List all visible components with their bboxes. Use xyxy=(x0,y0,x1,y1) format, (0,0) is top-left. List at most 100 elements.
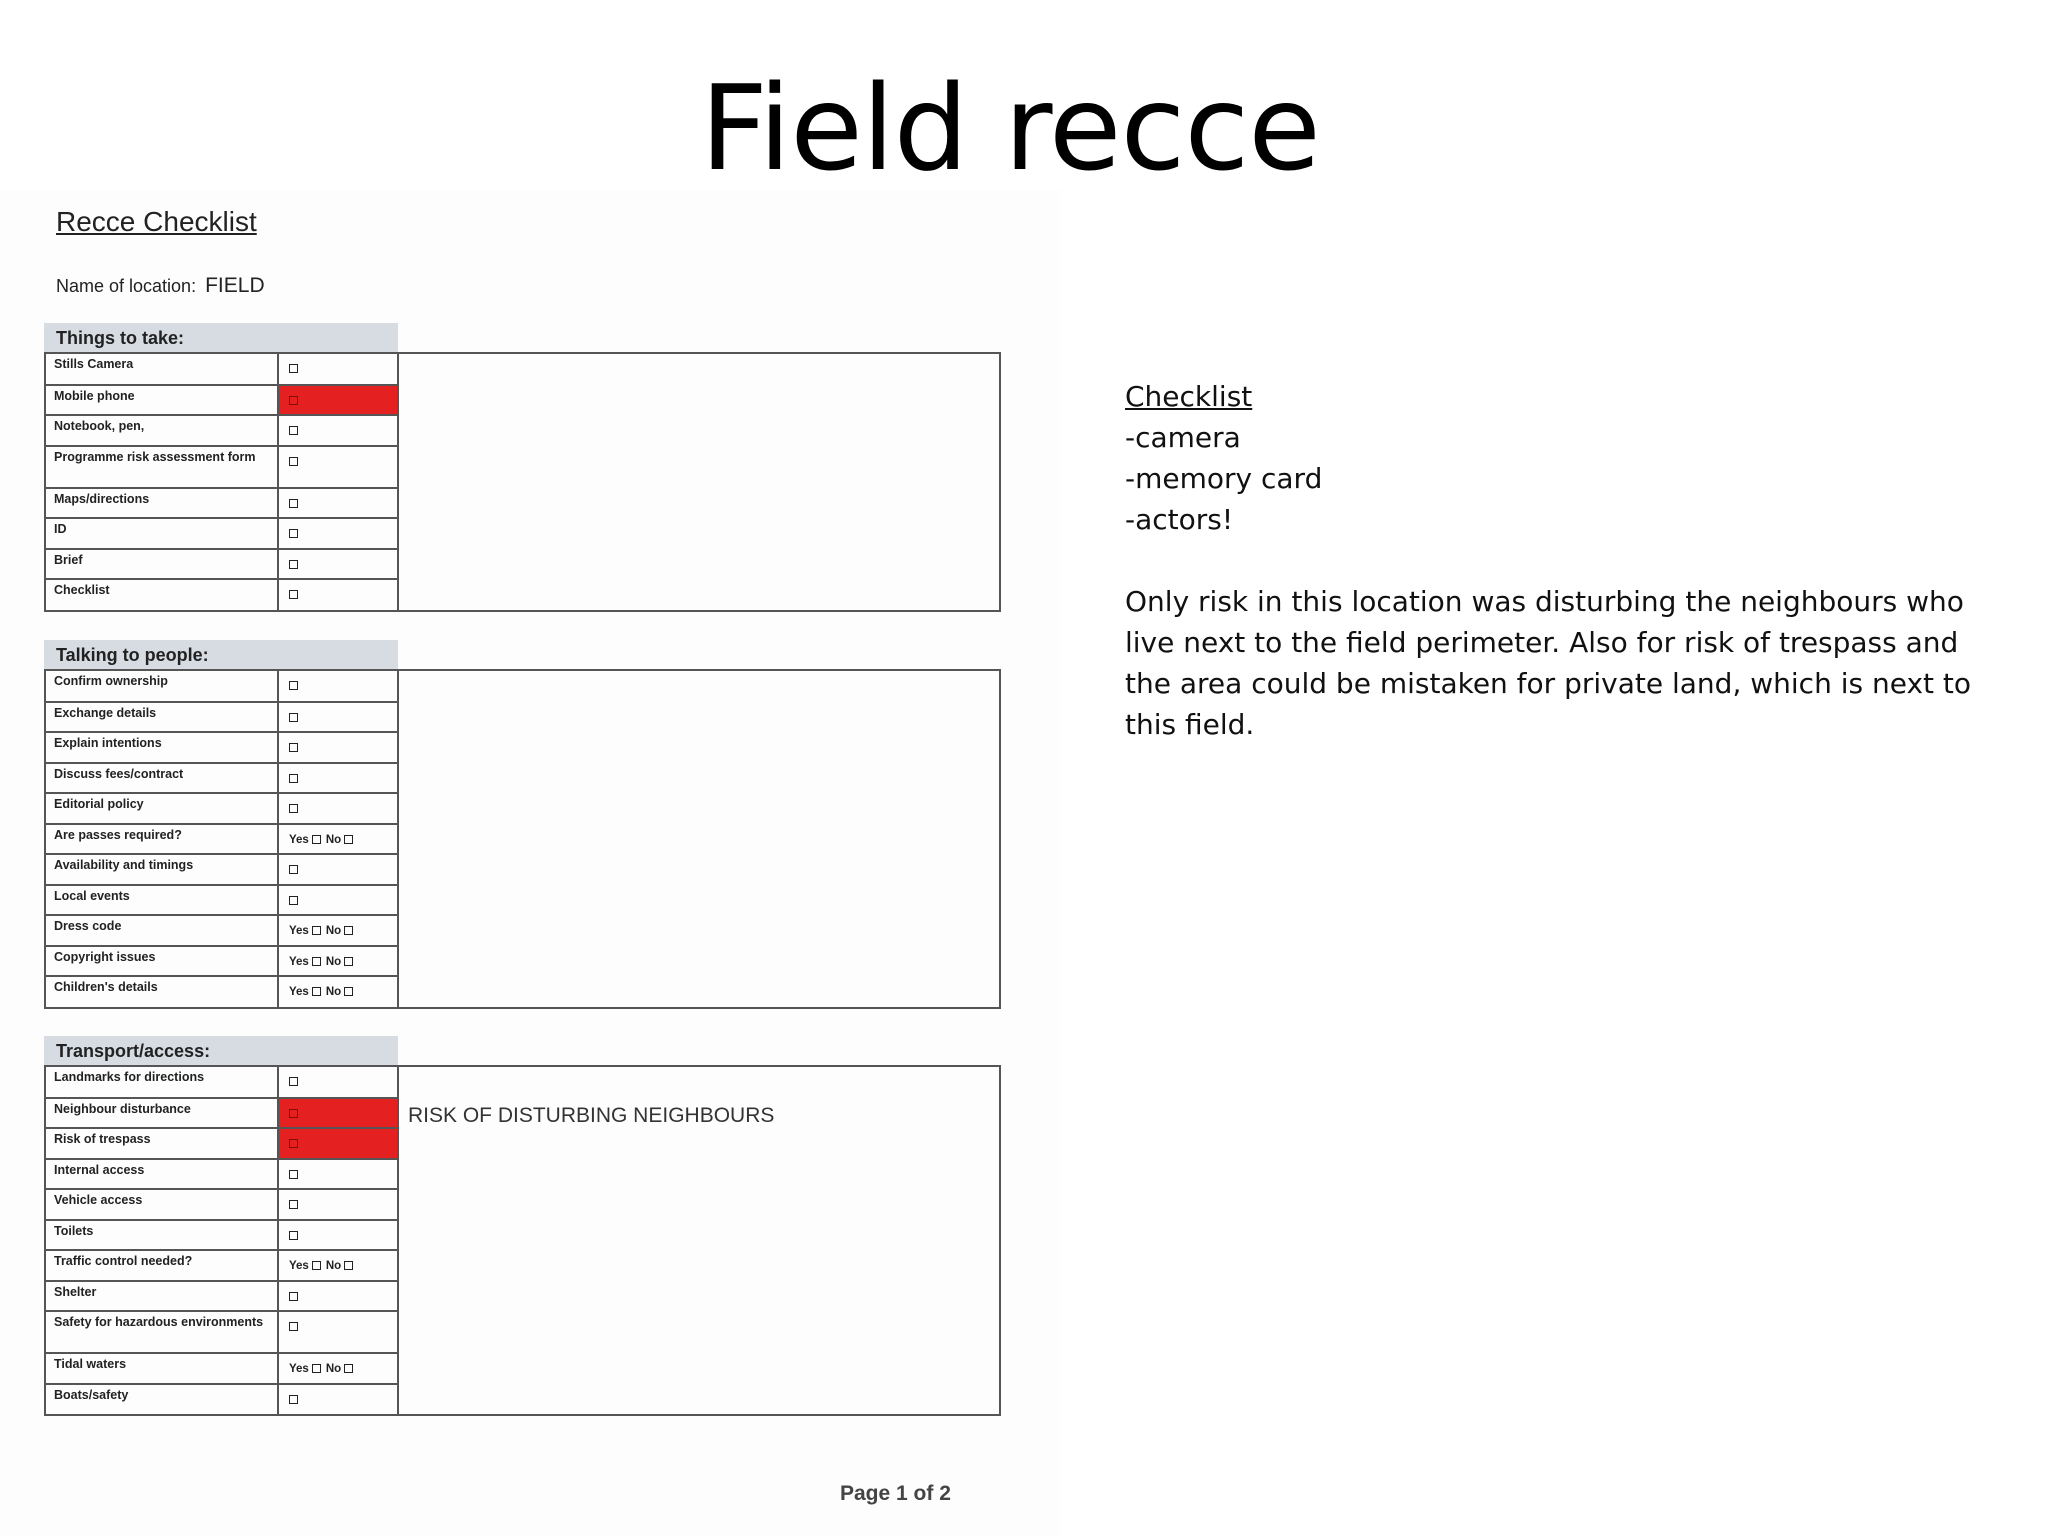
checklist-item-label: Traffic control needed? xyxy=(46,1250,279,1282)
checklist-item-label: Risk of trespass xyxy=(46,1128,279,1160)
checkbox[interactable] xyxy=(289,456,298,466)
checkbox[interactable] xyxy=(289,1322,298,1332)
checkbox[interactable] xyxy=(289,804,298,814)
checklist-row: Editorial policy xyxy=(46,793,399,825)
checklist-item-label: Local events xyxy=(46,884,279,916)
flagged-checkbox-cell xyxy=(278,1097,399,1129)
checkbox[interactable] xyxy=(289,865,298,875)
yes-checkbox[interactable] xyxy=(311,926,321,936)
checklist-row: Brief xyxy=(46,548,399,580)
checklist-item-label: Mobile phone xyxy=(46,384,279,416)
checkbox[interactable] xyxy=(289,1108,298,1118)
no-checkbox[interactable] xyxy=(344,987,354,997)
notes-item: -camera xyxy=(1125,421,1241,454)
yes-checkbox[interactable] xyxy=(311,834,321,844)
flagged-checkbox-cell xyxy=(278,1128,399,1160)
no-label: No xyxy=(325,955,342,968)
checkbox[interactable] xyxy=(289,559,298,569)
checkbox[interactable] xyxy=(289,364,298,374)
checkbox-cell xyxy=(278,1158,399,1190)
no-checkbox[interactable] xyxy=(344,1261,354,1271)
checkbox[interactable] xyxy=(289,426,298,436)
checkbox-cell xyxy=(278,1189,399,1221)
checklist-row: Exchange details xyxy=(46,701,399,733)
checklist-row: Stills Camera xyxy=(46,354,399,386)
checklist-item-label: Checklist xyxy=(46,579,279,610)
checklist-item-label: Stills Camera xyxy=(46,354,279,386)
no-checkbox[interactable] xyxy=(344,1364,354,1374)
checklist-item-label: Tidal waters xyxy=(46,1353,279,1385)
checklist-row: Notebook, pen, xyxy=(46,415,399,447)
checklist-row: Landmarks for directions xyxy=(46,1067,399,1099)
checkbox[interactable] xyxy=(289,895,298,905)
checkbox[interactable] xyxy=(289,1169,298,1179)
checkbox[interactable] xyxy=(289,712,298,722)
checklist-row: Shelter xyxy=(46,1280,399,1312)
yes-checkbox[interactable] xyxy=(311,987,321,997)
checkbox-cell xyxy=(278,884,399,916)
checklist-item-label: Vehicle access xyxy=(46,1189,279,1221)
checkbox[interactable] xyxy=(289,1230,298,1240)
risk-note: RISK OF DISTURBING NEIGHBOURS xyxy=(408,1103,775,1127)
yes-label: Yes xyxy=(289,833,309,846)
notes-heading: Checklist xyxy=(1125,380,1253,413)
section-title: Transport/access: xyxy=(44,1036,398,1065)
yes-label: Yes xyxy=(289,1363,309,1375)
yes-checkbox[interactable] xyxy=(311,1364,321,1374)
checklist-row: Neighbour disturbance xyxy=(46,1097,399,1129)
checkbox[interactable] xyxy=(289,498,298,508)
yes-label: Yes xyxy=(289,1260,309,1272)
checkbox[interactable] xyxy=(289,1394,298,1404)
checklist-row: Confirm ownership xyxy=(46,671,399,703)
checkbox[interactable] xyxy=(289,395,298,405)
checklist-item-label: Brief xyxy=(46,548,279,580)
recce-checklist-document: Recce Checklist Name of location: FIELD … xyxy=(0,190,1060,1536)
checklist-item-label: Neighbour disturbance xyxy=(46,1097,279,1129)
checklist-item-label: Explain intentions xyxy=(46,732,279,764)
checklist-item-label: Exchange details xyxy=(46,701,279,733)
notes-item: -actors! xyxy=(1125,503,1234,536)
checkbox-cell xyxy=(278,1280,399,1312)
checkbox-cell xyxy=(278,1067,399,1099)
checklist-item-label: Confirm ownership xyxy=(46,671,279,703)
notes-spacer xyxy=(1125,540,1985,581)
checklist-item-label: Copyright issues xyxy=(46,945,279,977)
checkbox[interactable] xyxy=(289,743,298,753)
checklist-row: Local events xyxy=(46,884,399,916)
checkbox[interactable] xyxy=(289,1139,298,1149)
checkbox[interactable] xyxy=(289,1077,298,1087)
checkbox-cell xyxy=(278,701,399,733)
checkbox[interactable] xyxy=(289,1200,298,1210)
checklist-row: ID xyxy=(46,518,399,550)
checklist-row: Discuss fees/contract xyxy=(46,762,399,794)
checkbox-cell xyxy=(278,548,399,580)
checkbox[interactable] xyxy=(289,773,298,783)
checkbox-cell xyxy=(278,1219,399,1251)
document-heading: Recce Checklist xyxy=(56,206,257,237)
checkbox[interactable] xyxy=(289,1291,298,1301)
yes-label: Yes xyxy=(289,986,309,998)
checkbox[interactable] xyxy=(289,529,298,539)
yes-checkbox[interactable] xyxy=(311,1261,321,1271)
no-checkbox[interactable] xyxy=(344,834,354,844)
yes-checkbox[interactable] xyxy=(311,956,321,966)
no-checkbox[interactable] xyxy=(344,926,354,936)
checklist-row: Internal access xyxy=(46,1158,399,1190)
checkbox[interactable] xyxy=(289,681,298,691)
checkbox[interactable] xyxy=(289,590,298,600)
no-checkbox[interactable] xyxy=(344,956,354,966)
